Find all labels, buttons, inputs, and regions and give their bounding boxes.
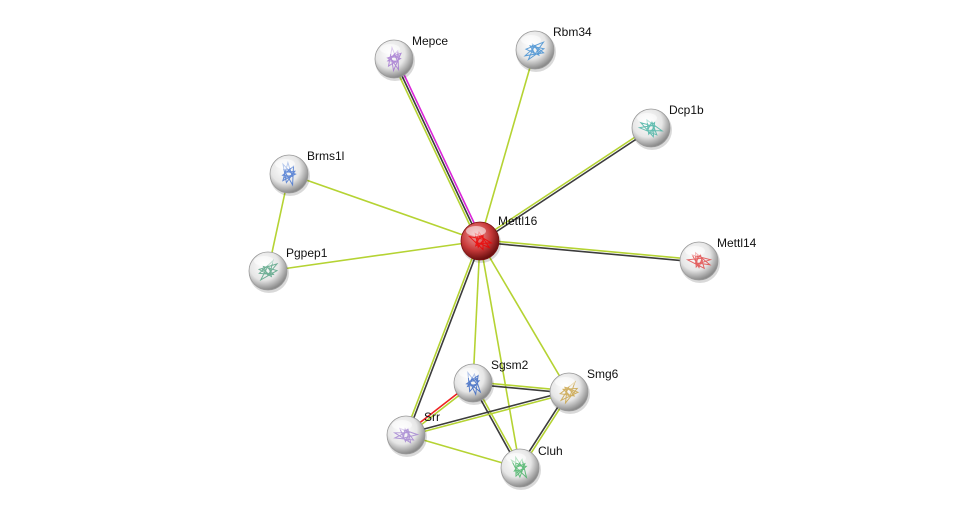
edge-evidence-green (405, 434, 521, 469)
node-highlight (466, 226, 486, 236)
node-highlight (254, 256, 274, 266)
node-rbm34[interactable]: Rbm34 (515, 25, 592, 72)
node-label[interactable]: Sgsm2 (491, 358, 529, 372)
node-smg6[interactable]: Smg6 (549, 367, 619, 414)
node-label[interactable]: Pgpep1 (286, 246, 328, 260)
edge-evidence-black (479, 241, 699, 263)
protein-structure-icon (510, 455, 528, 480)
node-highlight (506, 453, 526, 463)
node-pgpep1[interactable]: Pgpep1 (248, 246, 328, 293)
edge-evidence-green (479, 49, 536, 242)
edge-mettl16-sgsm2[interactable] (472, 240, 481, 384)
edge-evidence-green (472, 240, 481, 384)
edge-evidence-black (406, 241, 482, 436)
node-mepce[interactable]: Mepce (374, 34, 448, 81)
node-label[interactable]: Smg6 (587, 367, 619, 381)
edge-evidence-black (405, 390, 569, 435)
edge-mettl16-dcp1b[interactable] (478, 126, 653, 243)
node-highlight (275, 159, 295, 169)
edge-evidence-green (391, 59, 479, 243)
edge-evidence-green (406, 392, 570, 437)
node-highlight (637, 113, 657, 123)
node-sgsm2[interactable]: Sgsm2 (453, 358, 529, 405)
node-brms1l[interactable]: Brms1l (269, 149, 344, 196)
node-highlight (459, 368, 479, 378)
protein-structure-icon (465, 371, 482, 396)
node-label[interactable]: Brms1l (307, 149, 344, 163)
node-highlight (521, 35, 541, 45)
protein-structure-icon (386, 45, 402, 73)
edge-evidence-green (267, 240, 481, 272)
protein-structure-icon (558, 380, 580, 405)
node-highlight (685, 246, 705, 256)
edge-evidence-green (288, 173, 481, 242)
edge-mettl16-mepce[interactable] (391, 57, 483, 243)
node-highlight (392, 420, 412, 430)
edge-srr-cluh[interactable] (405, 434, 521, 469)
node-label[interactable]: Mettl14 (717, 236, 757, 250)
protein-structure-icon (637, 118, 664, 138)
edge-smg6-srr[interactable] (405, 390, 570, 437)
node-label[interactable]: Dcp1b (669, 103, 704, 117)
node-highlight (380, 44, 400, 54)
edge-mettl16-smg6[interactable] (479, 240, 570, 393)
edge-evidence-green (479, 240, 521, 469)
node-label[interactable]: Mettl16 (498, 214, 538, 228)
node-mettl16[interactable]: Mettl16 (460, 214, 538, 263)
node-dcp1b[interactable]: Dcp1b (631, 103, 704, 150)
edge-evidence-green (404, 240, 480, 435)
edge-mettl16-cluh[interactable] (479, 240, 521, 469)
edge-evidence-green (479, 240, 570, 393)
node-srr[interactable]: Srr (386, 410, 440, 457)
edge-mettl16-pgpep1[interactable] (267, 240, 481, 272)
node-cluh[interactable]: Cluh (500, 444, 563, 490)
protein-structure-icon (392, 427, 420, 444)
edge-mettl16-rbm34[interactable] (479, 49, 536, 242)
edges-layer (267, 49, 700, 470)
node-label[interactable]: Cluh (538, 444, 563, 458)
edge-evidence-black (393, 58, 481, 242)
edge-evidence-black (480, 128, 653, 243)
protein-structure-icon (523, 41, 546, 61)
edge-mettl16-srr[interactable] (404, 240, 482, 436)
node-label[interactable]: Srr (424, 410, 440, 424)
edge-evidence-green (480, 239, 700, 261)
node-label[interactable]: Mepce (412, 34, 448, 48)
edge-evidence-green (478, 126, 651, 241)
edge-mettl16-brms1l[interactable] (288, 173, 481, 242)
node-highlight (555, 377, 575, 387)
node-mettl14[interactable]: Mettl14 (679, 236, 757, 283)
edge-mettl16-mettl14[interactable] (479, 239, 700, 263)
edge-evidence-magenta (395, 57, 483, 241)
node-label[interactable]: Rbm34 (553, 25, 592, 39)
